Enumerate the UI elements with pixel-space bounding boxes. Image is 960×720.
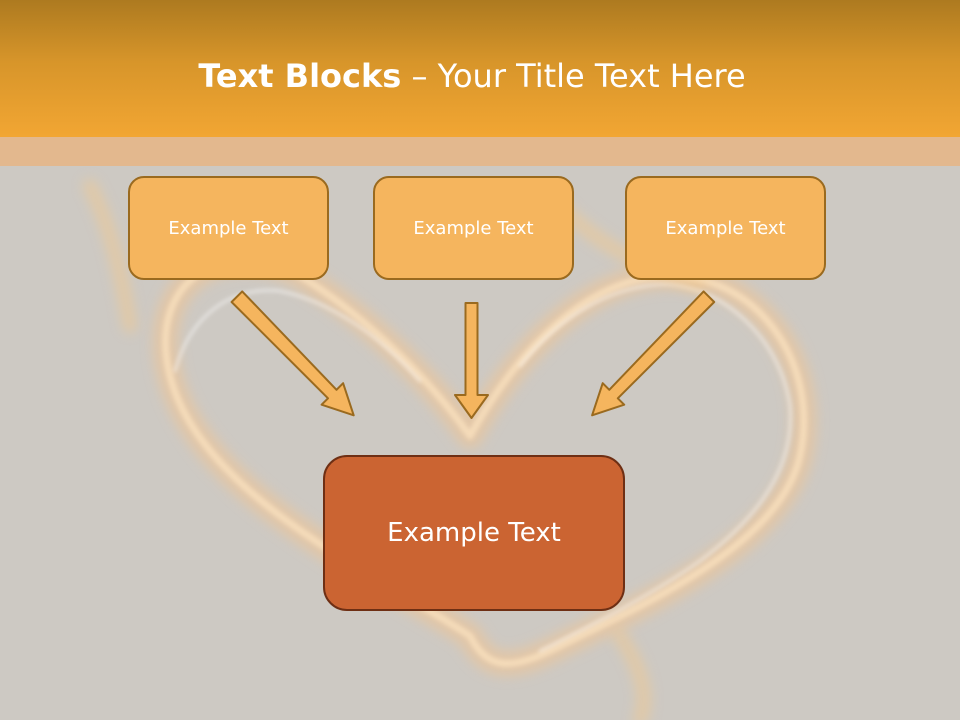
title-rest-text: Your Title Text Here bbox=[437, 57, 746, 95]
center-example-text-box: Example Text bbox=[323, 455, 625, 611]
example-text-box-3: Example Text bbox=[625, 176, 826, 280]
example-text-box-1-label: Example Text bbox=[168, 217, 289, 239]
title-bold-text: Text Blocks bbox=[198, 57, 402, 95]
example-text-box-2-label: Example Text bbox=[413, 217, 534, 239]
title-separator: – bbox=[401, 57, 438, 95]
example-text-box-2: Example Text bbox=[373, 176, 574, 280]
example-text-box-1: Example Text bbox=[128, 176, 329, 280]
center-example-text-label: Example Text bbox=[387, 518, 561, 548]
title-header bbox=[0, 0, 960, 137]
slide-title: Text Blocks – Your Title Text Here bbox=[0, 56, 944, 96]
header-band bbox=[0, 137, 960, 166]
example-text-box-3-label: Example Text bbox=[665, 217, 786, 239]
